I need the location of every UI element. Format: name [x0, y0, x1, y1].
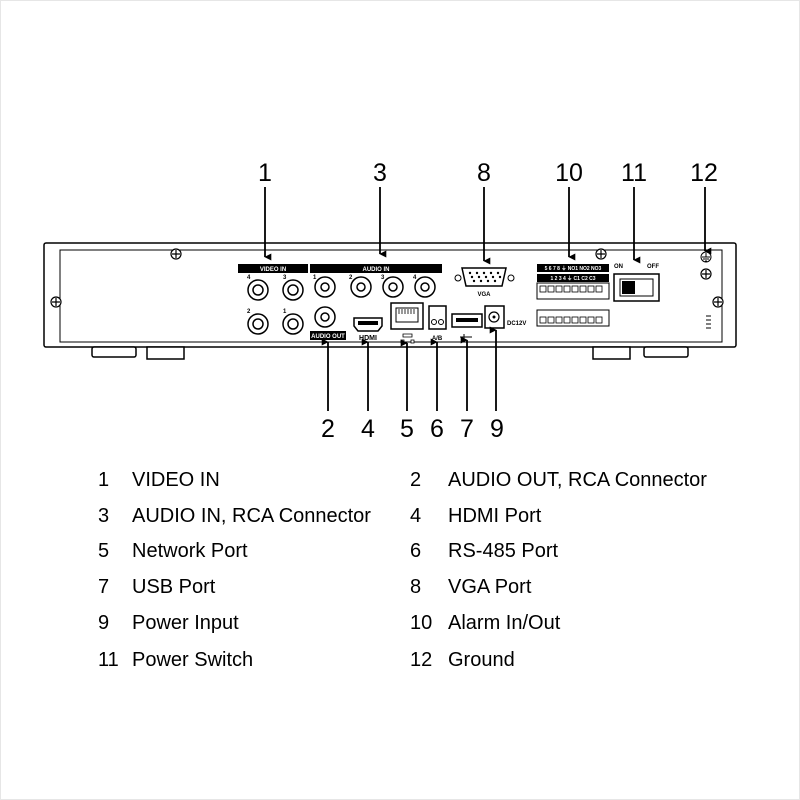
legend-item-6: 6 RS-485 Port	[410, 540, 558, 563]
alarm-terminal-block: 5 6 7 8 ⏚ NO1 NO2 NO3 1 2 3 4 ⏚ C1 C2 C3	[536, 264, 610, 327]
switch-off-label: OFF	[647, 264, 659, 270]
callout-1: 1	[258, 159, 272, 187]
callout-5: 5	[400, 415, 414, 443]
video-in-panel-label: VIDEO IN	[260, 267, 286, 273]
dc12v-panel-label: DC12V	[507, 321, 526, 327]
audio-block: AUDIO IN 1 2 3 4 AUDIO OUT	[310, 264, 442, 340]
hdmi-panel-label: HDMI	[359, 335, 377, 342]
legend-label: AUDIO OUT, RCA Connector	[448, 469, 707, 491]
video-ch4: 4	[247, 275, 251, 281]
alarm-bottom-labels: 1 2 3 4 ⏚ C1 C2 C3	[550, 275, 595, 282]
legend-label: AUDIO IN, RCA Connector	[132, 505, 371, 527]
callout-8: 8	[477, 159, 491, 187]
callout-6: 6	[430, 415, 444, 443]
legend-number: 5	[98, 540, 110, 562]
ground-icon	[700, 251, 712, 263]
vga-panel-label: VGA	[477, 292, 491, 298]
alarm-top-labels: 5 6 7 8 ⏚ NO1 NO2 NO3	[545, 265, 602, 272]
legend-label: VIDEO IN	[132, 469, 220, 491]
audio-ch1: 1	[313, 275, 317, 281]
legend-item-3: 3 AUDIO IN, RCA Connector	[98, 505, 371, 528]
callout-4: 4	[361, 415, 375, 443]
callout-2: 2	[321, 415, 335, 443]
legend-item-9: 9 Power Input	[98, 612, 239, 635]
legend-label: RS-485 Port	[448, 540, 559, 562]
video-ch2: 2	[247, 309, 251, 315]
video-in-block: VIDEO IN 4 3 2 1	[238, 264, 308, 335]
power-input-icon: DC12V	[484, 305, 526, 329]
vga-port-icon: VGA	[454, 267, 515, 298]
rca-connector-icon	[314, 276, 436, 328]
usb-port-icon	[451, 313, 483, 340]
legend-number: 10	[410, 612, 433, 634]
legend-item-12: 12 Ground	[410, 649, 515, 672]
legend-number: 2	[410, 469, 422, 491]
rs485-panel-label: A/B	[432, 336, 443, 342]
legend-number: 12	[410, 649, 433, 671]
legend-item-7: 7 USB Port	[98, 576, 215, 599]
audio-ch4: 4	[413, 275, 417, 281]
legend-item-11: 11 Power Switch	[98, 649, 253, 672]
legend-number: 8	[410, 576, 422, 598]
video-ch1: 1	[283, 309, 287, 315]
legend-number: 6	[410, 540, 422, 562]
callout-7: 7	[460, 415, 474, 443]
screw-icon	[50, 248, 724, 308]
legend-label: Alarm In/Out	[448, 612, 561, 634]
callout-9: 9	[490, 415, 504, 443]
legend-item-10: 10 Alarm In/Out	[410, 612, 560, 635]
legend-item-2: 2 AUDIO OUT, RCA Connector	[410, 469, 707, 492]
bnc-connector-icon	[247, 279, 304, 335]
audio-ch3: 3	[381, 275, 385, 281]
legend-number: 1	[98, 469, 110, 491]
legend-label: HDMI Port	[448, 505, 542, 527]
network-port-icon	[390, 302, 424, 344]
callout-leaders	[264, 187, 712, 411]
legend-item-1: 1 VIDEO IN	[98, 469, 220, 492]
callout-11: 11	[621, 159, 647, 187]
legend-number: 11	[98, 649, 119, 671]
callout-numbers: 1 3 8 10 11 12 2 4 5 6 7 9	[258, 159, 718, 443]
callout-3: 3	[373, 159, 387, 187]
legend-item-8: 8 VGA Port	[410, 576, 531, 599]
legend-label: Power Input	[132, 612, 239, 634]
video-ch3: 3	[283, 275, 287, 281]
legend-number: 4	[410, 505, 422, 527]
switch-on-label: ON	[614, 264, 623, 270]
vent-slots	[706, 315, 711, 329]
legend-number: 3	[98, 505, 110, 527]
legend-label: USB Port	[132, 576, 216, 598]
audio-ch2: 2	[349, 275, 353, 281]
audio-out-panel-label: AUDIO OUT	[311, 334, 345, 340]
callout-10: 10	[555, 159, 583, 187]
legend-label: Power Switch	[132, 649, 254, 671]
legend-label: Network Port	[132, 540, 248, 562]
legend-label: Ground	[448, 649, 515, 671]
legend-label: VGA Port	[448, 576, 532, 598]
power-switch-icon: ON OFF	[613, 264, 660, 302]
legend-number: 9	[98, 612, 110, 634]
callout-12: 12	[690, 159, 718, 187]
legend-item-4: 4 HDMI Port	[410, 505, 541, 528]
audio-in-panel-label: AUDIO IN	[363, 267, 390, 273]
legend-item-5: 5 Network Port	[98, 540, 248, 563]
legend-number: 7	[98, 576, 110, 598]
